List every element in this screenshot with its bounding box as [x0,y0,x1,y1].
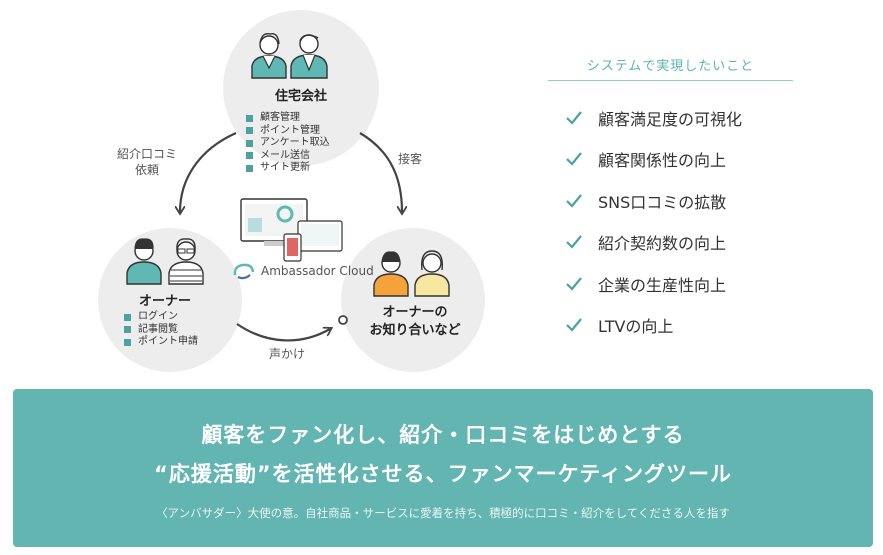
check-icon [566,111,582,125]
list-item: 顧客管理 [246,112,330,125]
bullet-square-icon [124,313,131,321]
list-item: SNS口コミの拡散 [548,180,793,222]
bullet-square-icon [124,338,131,346]
list-item: サイト更新 [246,162,330,175]
bullet-square-icon [124,326,131,334]
edge-label-outreach: 声かけ [268,347,305,361]
list-item: ログイン [124,311,198,324]
check-icon [566,152,582,166]
cloud-swirl-icon [233,263,255,280]
tagline-banner: 顧客をファン化し、紹介・口コミをはじめとする “応援活動”を活性化させる、ファン… [13,389,873,547]
owner-family-icon [126,238,204,285]
app-screens-icon [240,198,343,262]
acquaintance-label: オーナーの お知り合いなど [369,305,461,338]
check-icon [566,318,582,332]
acquaintance-people-icon [373,250,450,297]
list-item: ポイント管理 [246,125,330,138]
list-item: 顧客関係性の向上 [548,139,793,181]
goals-list: 顧客満足度の可視化 顧客関係性の向上 SNS口コミの拡散 紹介契約数の向上 企業… [548,97,793,346]
list-item: アンケート取込 [246,137,330,150]
tagline-line-1: 顧客をファン化し、紹介・口コミをはじめとする [201,423,685,447]
acquaintance-circle [341,228,485,372]
list-item: LTVの向上 [548,305,793,347]
bullet-square-icon [246,127,253,135]
tagline-line-2: “応援活動”を活性化させる、ファンマーケティングツール [154,462,732,486]
company-label: 住宅会社 [274,89,327,104]
list-item: ポイント申請 [124,336,198,349]
check-icon [566,194,582,208]
diagram-graphics [98,10,485,372]
check-icon [566,235,582,249]
bullet-square-icon [246,164,253,172]
ambassador-definition-note: 〈アンバサダー〉大使の意。自社商品・サービスに愛着を持ち、積極的に口コミ・紹介を… [156,506,730,520]
goals-panel: システムで実現したいこと 顧客満足度の可視化 顧客関係性の向上 SNS口コミの拡… [548,55,793,346]
edge-label-reception: 接客 [397,152,422,166]
owner-feature-list: ログイン 記事閲覧 ポイント申請 [124,311,198,349]
list-item: 顧客満足度の可視化 [548,97,793,139]
owner-label: オーナー [138,294,191,309]
bullet-square-icon [246,139,253,147]
ambassador-cloud-logo: Ambassador Cloud [232,261,374,281]
list-item: 紹介契約数の向上 [548,222,793,264]
edge-label-referral-request: 紹介口コミ 依頼 [116,147,177,177]
list-item: 企業の生産性向上 [548,263,793,305]
bullet-square-icon [246,152,253,160]
arrow-company-to-acquaintance [359,132,402,212]
company-staff-icon [251,33,328,79]
company-feature-list: 顧客管理 ポイント管理 アンケート取込 メール送信 サイト更新 [246,112,330,175]
arrow-owner-to-acquaintance [236,323,330,342]
arrow-company-to-owner [180,131,237,212]
arrow-start-dot [338,315,348,325]
check-icon [566,277,582,291]
goals-title: システムで実現したいこと [548,55,793,81]
ecosystem-diagram: 住宅会社 顧客管理 ポイント管理 アンケート取込 メール送信 サイト更新 オーナ… [0,0,540,385]
list-item: 記事閲覧 [124,324,198,337]
list-item: メール送信 [246,150,330,163]
bullet-square-icon [246,114,253,122]
